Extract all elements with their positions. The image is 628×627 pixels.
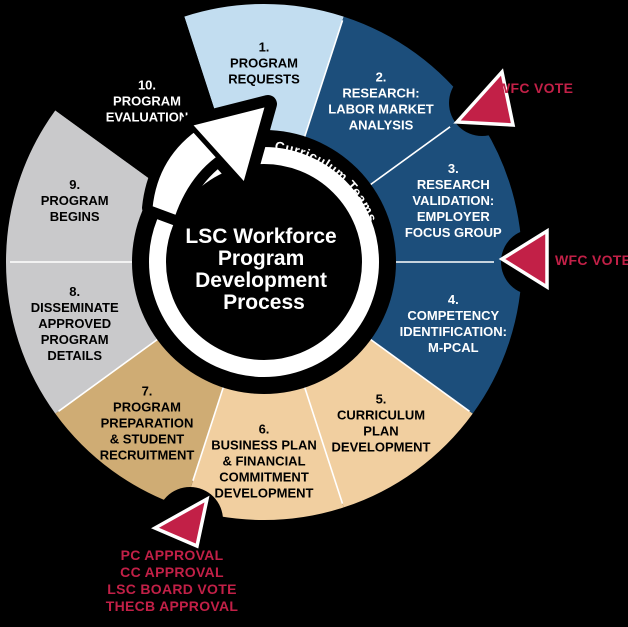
approval-line: THECB APPROVAL [106,598,239,614]
segment-label-line: & FINANCIAL [222,454,305,469]
segment-divider-line [192,382,226,481]
segment-label-line: PROGRAM [230,56,298,71]
segment-label-line: EMPLOYER [417,209,491,224]
segment-divider-line [366,126,451,189]
segment-label-line: 6. [259,422,270,437]
segment-label-line: IDENTIFICATION: [400,324,507,339]
segment-label-line: PROGRAM [41,193,109,208]
segment-3-petal [365,110,522,263]
segment-label-line: DISSEMINATE [31,300,119,315]
segment-label-line: FOCUS GROUP [405,225,502,240]
segment-label-line: PREPARATION [101,416,194,431]
segment-label-line: PLAN [363,424,398,439]
segment-4-petal [365,262,522,414]
segment-label-line: DETAILS [47,348,102,363]
segment-label-line: RESEARCH [417,177,490,192]
segment-label-line: COMPETENCY [407,308,499,323]
wfc-vote-label-1: WFC VOTE [497,80,573,96]
segment-label-line: ANALYSIS [349,118,414,133]
segment-label-line: 1. [259,40,270,55]
segment-label-line: DEVELOPMENT [215,486,314,501]
hub-title-line: Development [195,269,327,292]
approval-triangle [151,495,210,549]
segment-label-line: REQUESTS [228,72,300,87]
approval-line: PC APPROVAL [121,547,224,563]
segment-label-line: BUSINESS PLAN [211,438,316,453]
segment-label-line: DEVELOPMENT [332,440,431,455]
hub-title-line: LSC Workforce [185,225,336,248]
segment-label-line: 8. [69,284,80,299]
hub-arrow-ring [149,147,379,377]
segment-8-petal [6,262,163,414]
segment-label-line: 9. [69,177,80,192]
segment-label-line: APPROVED [38,316,111,331]
approval-line: CC APPROVAL [120,564,224,580]
segment-label-line: VALIDATION: [412,193,494,208]
segment-label-line: & STUDENT [110,432,184,447]
hub-title-line: Process [223,291,305,314]
segment-label-line: PROGRAM [41,332,109,347]
segment-label-line: LABOR MARKET [328,102,433,117]
segment-label-line: RECRUITMENT [100,448,195,463]
segment-label-line: 7. [142,384,153,399]
hub-title-line: Program [218,247,304,270]
wfc-vote-label-2: WFC VOTE [555,252,628,268]
segment-label-line: COMMITMENT [219,470,309,485]
segment-boundary-lines [10,20,494,504]
segment-label-line: PROGRAM [113,94,181,109]
segment-label-line: 5. [376,392,387,407]
segment-label-line: CURRICULUM [337,408,425,423]
board-approval-note: PC APPROVAL CC APPROVAL LSC BOARD VOTE T… [106,547,239,614]
segment-6-petal [184,381,344,521]
circular-arrow-icon [142,95,277,226]
wfc-vote-triangle-2 [498,227,549,291]
segment-2-petal [302,16,473,188]
segment-label-line: 2. [376,70,387,85]
segment-divider-line [58,335,162,412]
segment-divider-line [366,335,470,412]
segment-divider-line [302,382,344,504]
wfc-vote-triangle-1 [453,68,516,127]
segment-9-petal [6,110,163,263]
segment-label-line: 3. [448,161,459,176]
segment-7-petal [55,336,226,508]
segment-divider-line [302,20,344,142]
segment-label-line: 10. [138,78,156,93]
vote-arrows [151,68,549,549]
segment-label-line: EVALUATION [106,110,189,125]
arrow-head [186,101,271,189]
hub-center-disc [167,165,361,359]
approval-line: LSC BOARD VOTE [107,581,236,597]
segment-label-line: PROGRAM [113,400,181,415]
segment-label-line: BEGINS [50,209,100,224]
segment-label-line: RESEARCH: [342,86,419,101]
segment-5-petal [302,336,473,508]
segment-label-line: 4. [448,292,459,307]
hub-title: LSC Workforce Program Development Proces… [185,225,342,314]
segment-label-line: M-PCAL [428,340,479,355]
